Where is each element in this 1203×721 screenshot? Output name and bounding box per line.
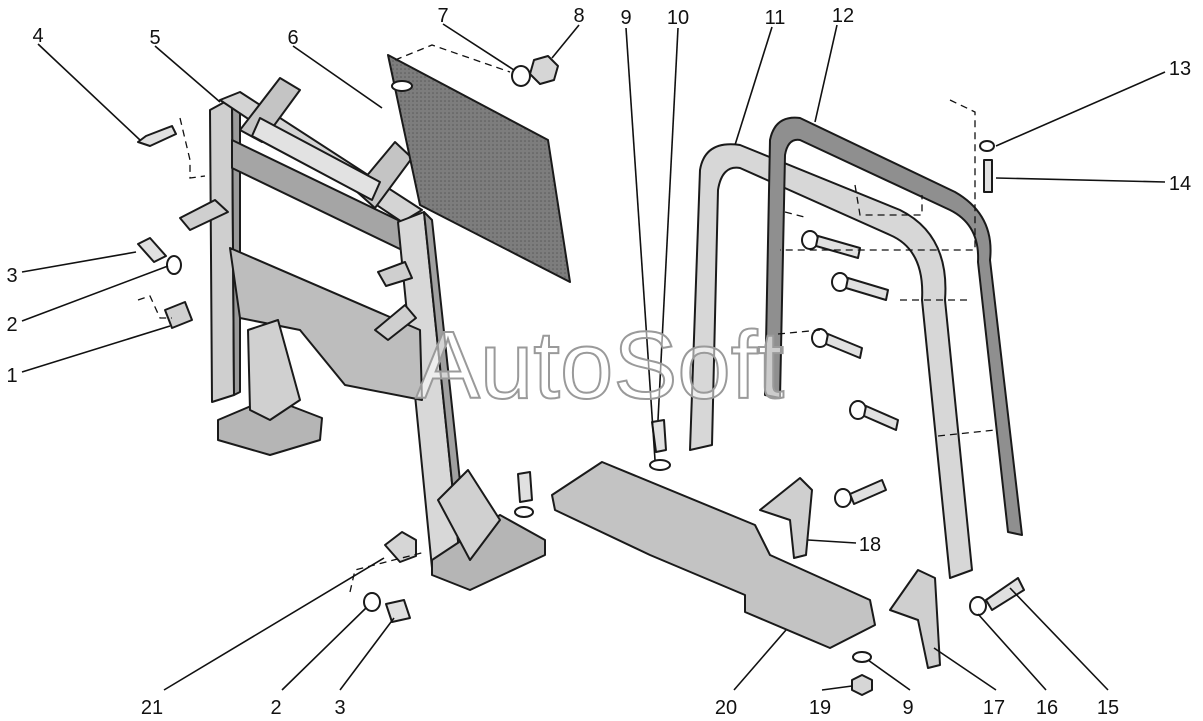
callout-label: 17	[983, 697, 1005, 719]
callout-label: 10	[667, 7, 689, 29]
callout-label: 21	[141, 697, 163, 719]
washer-nut-7-8	[511, 55, 559, 87]
callout-label: 6	[287, 27, 298, 49]
bracket-part-18	[759, 477, 887, 559]
callout-label: 20	[715, 697, 737, 719]
roll-bar-part-11	[689, 143, 973, 579]
washer-bolt-13-14	[979, 140, 995, 193]
callout-label: 1	[6, 365, 17, 387]
main-frame	[179, 77, 546, 591]
bolt-washer-bottom	[363, 592, 411, 623]
roll-bar-part-12	[764, 116, 1023, 536]
callout-label: 3	[334, 697, 345, 719]
leader-lines	[21, 23, 1166, 691]
callout-label: 12	[832, 5, 854, 27]
callout-label: 4	[32, 25, 43, 47]
roll-bar-bolts	[801, 230, 899, 431]
bolt-part-4	[137, 125, 177, 147]
callout-label: 8	[573, 5, 584, 27]
callout-label: 15	[1097, 697, 1119, 719]
callout-label: 18	[859, 534, 881, 556]
callout-label: 9	[902, 697, 913, 719]
callout-label: 13	[1169, 58, 1191, 80]
callout-label: 2	[6, 314, 17, 336]
callout-numbers: 4 5 6 7 8 9 10 11 12 13 14 3 2 1 18 21 2…	[6, 5, 1191, 719]
bolt-washer-9-10	[514, 419, 671, 518]
callout-label: 9	[620, 7, 631, 29]
bracket-part-17	[889, 569, 1025, 669]
callout-label: 2	[270, 697, 281, 719]
callout-label: 5	[149, 27, 160, 49]
callout-label: 3	[6, 265, 17, 287]
base-plate-part-20	[551, 461, 876, 649]
callout-label: 14	[1169, 173, 1191, 195]
assembly-dashed-lines	[137, 44, 996, 593]
callout-label: 7	[437, 5, 448, 27]
fitting-part-21	[384, 531, 417, 563]
callout-label: 16	[1036, 697, 1058, 719]
watermark-text: AutoSoft	[416, 312, 784, 419]
washer-nut-9-19	[851, 651, 873, 696]
panel-part-6	[387, 54, 571, 283]
bolt-washer-left	[137, 237, 182, 275]
callout-label: 19	[809, 697, 831, 719]
bracket-part-1	[164, 301, 193, 329]
callout-label: 11	[765, 7, 786, 29]
